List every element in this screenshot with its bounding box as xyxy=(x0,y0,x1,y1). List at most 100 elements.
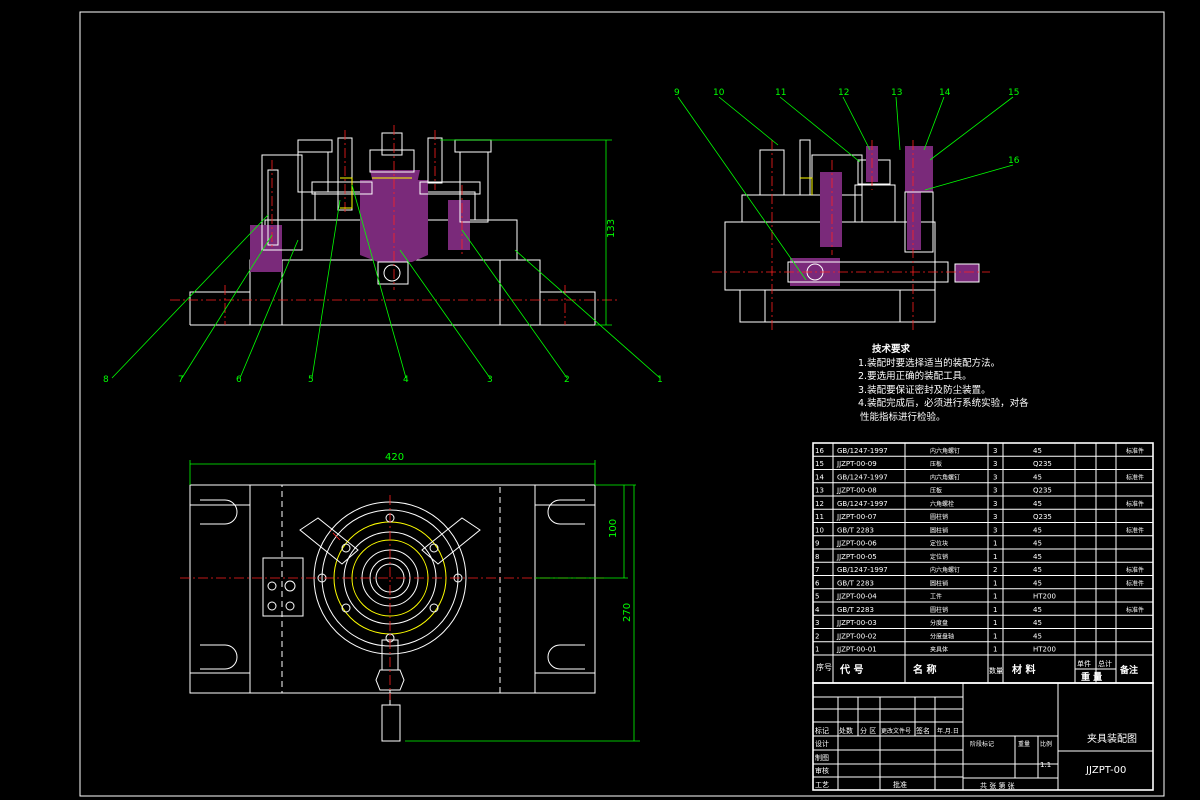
drawing-frame xyxy=(79,11,1165,797)
dim-depth-a-text: 100 xyxy=(608,519,619,538)
tb-stage-mark: 阶段标记 xyxy=(970,740,994,748)
balloon-3: 3 xyxy=(487,375,493,385)
tb-count: 处数 xyxy=(839,726,853,735)
balloon-4: 4 xyxy=(403,375,409,385)
tb-mark: 标记 xyxy=(815,726,829,735)
bom-header-code: 代 号 xyxy=(839,663,863,676)
top-dimensions: 420 100 270 xyxy=(189,452,640,742)
bom-cell-name: 内六角螺钉 xyxy=(930,473,960,481)
dim-height-text: 133 xyxy=(606,219,617,238)
bom-cell-name: 定位销 xyxy=(930,553,948,561)
balloon-10: 10 xyxy=(713,88,725,98)
bom-cell-name: 内六角螺钉 xyxy=(930,566,960,574)
req-item: 1.装配时要选择适当的装配方法。 xyxy=(858,357,1001,369)
tb-zone: 分 区 xyxy=(860,726,876,735)
balloon-5: 5 xyxy=(308,375,314,385)
bom-cell-material: 45 xyxy=(1033,540,1042,548)
bom-cell-name: 分度盘轴 xyxy=(930,632,954,640)
bom-cell-code: JJZPT-00-01 xyxy=(836,646,877,654)
bom-cell-no: 9 xyxy=(815,540,819,548)
balloon-11: 11 xyxy=(775,88,786,98)
bom-cell-material: 45 xyxy=(1033,606,1042,614)
bom-header-total-weight: 总计 xyxy=(1098,659,1112,668)
bom-cell-material: Q235 xyxy=(1033,460,1052,468)
balloon-16: 16 xyxy=(1008,156,1020,166)
bom-cell-remark: 标准件 xyxy=(1126,606,1144,614)
bom-cell-no: 4 xyxy=(815,606,820,614)
bom-cell-qty: 3 xyxy=(993,513,997,521)
bom-cell-no: 15 xyxy=(815,460,824,468)
bom-cell-code: JJZPT-00-03 xyxy=(836,619,877,627)
bom-header-qty: 数量 xyxy=(989,666,1003,675)
tb-sheet: 共 张 第 张 xyxy=(980,781,1015,790)
tb-review: 审核 xyxy=(815,766,829,775)
tb-drafting: 制图 xyxy=(815,753,829,762)
bom-cell-qty: 3 xyxy=(993,460,997,468)
bom-header: 序号 代 号 名 称 数量 材 料 单件 总计 重 量 备注 xyxy=(816,659,1138,683)
tb-weight: 重量 xyxy=(1018,740,1030,748)
bom-cell-qty: 1 xyxy=(993,553,997,561)
bom-cell-no: 3 xyxy=(815,619,819,627)
tb-approve: 批准 xyxy=(893,780,907,789)
balloon-2: 2 xyxy=(564,375,570,385)
drawing-title: 夹具装配图 xyxy=(1087,732,1137,745)
bom-cell-code: GB/1247-1997 xyxy=(837,500,888,508)
bom-cell-qty: 1 xyxy=(993,646,997,654)
bom-cell-qty: 2 xyxy=(993,566,997,574)
bom-cell-name: 分度盘 xyxy=(930,619,948,627)
bom-cell-material: 45 xyxy=(1033,447,1042,455)
bom-cell-no: 14 xyxy=(815,473,824,481)
bom-cell-remark: 标准件 xyxy=(1126,447,1144,455)
tb-scale-value: 1:1 xyxy=(1040,761,1051,769)
balloon-7: 7 xyxy=(178,375,184,385)
bom-cell-no: 8 xyxy=(815,553,819,561)
bom-cell-material: HT200 xyxy=(1033,646,1056,654)
req-item: 性能指标进行检验。 xyxy=(860,411,946,423)
bom-cell-code: GB/T 2283 xyxy=(837,579,874,587)
bom-cell-material: 45 xyxy=(1033,566,1042,574)
bom-cell-name: 圆柱销 xyxy=(930,579,948,587)
bom-cell-remark: 标准件 xyxy=(1126,500,1144,508)
bom-cell-qty: 1 xyxy=(993,632,997,640)
tb-scale-label: 比例 xyxy=(1040,740,1052,748)
bom-cell-name: 压板 xyxy=(930,487,942,495)
balloon-15: 15 xyxy=(1008,88,1019,98)
req-item: 3.装配要保证密封及防尘装置。 xyxy=(858,384,991,396)
bom-header-name: 名 称 xyxy=(913,663,936,676)
bom-cell-material: 45 xyxy=(1033,526,1042,534)
bom-cell-qty: 1 xyxy=(993,619,997,627)
balloon-6: 6 xyxy=(236,375,242,385)
bom-cell-no: 2 xyxy=(815,632,819,640)
bom-cell-name: 内六角螺钉 xyxy=(930,447,960,455)
bom-cell-qty: 1 xyxy=(993,593,997,601)
tech-requirements: 技术要求 1.装配时要选择适当的装配方法。 2.要选用正确的装配工具。 3.装配… xyxy=(858,343,1029,424)
bom-header-unit-weight: 单件 xyxy=(1077,659,1091,668)
bom-cell-qty: 3 xyxy=(993,473,997,481)
title-block: 标记 处数 分 区 更改文件号 签名 年.月.日 设计 制图 审核 工艺 批准 … xyxy=(812,682,1154,791)
bom-cell-no: 1 xyxy=(815,646,819,654)
tb-doc-no: 更改文件号 xyxy=(881,727,911,735)
req-title: 技术要求 xyxy=(872,344,911,355)
side-view xyxy=(712,139,990,330)
bom-cell-code: JJZPT-00-02 xyxy=(836,632,877,640)
bom-cell-no: 13 xyxy=(815,487,824,495)
req-item: 4.装配完成后，必须进行系统实验，对各 xyxy=(858,398,1029,409)
bom-cell-qty: 3 xyxy=(993,487,997,495)
bom-cell-no: 12 xyxy=(815,500,824,508)
bom-cell-code: JJZPT-00-09 xyxy=(836,460,877,468)
bom-cell-material: 45 xyxy=(1033,579,1042,587)
balloon-14: 14 xyxy=(939,88,951,98)
bom-cell-material: HT200 xyxy=(1033,593,1056,601)
bom-cell-remark: 标准件 xyxy=(1126,566,1144,574)
tb-design: 设计 xyxy=(815,739,829,748)
front-leaders: 8 7 6 5 4 3 2 1 xyxy=(103,184,663,385)
bom-cell-code: JJZPT-00-04 xyxy=(836,593,877,601)
bom-cell-no: 7 xyxy=(815,566,819,574)
bom-cell-name: 圆柱销 xyxy=(930,526,948,534)
bom-cell-material: 45 xyxy=(1033,473,1042,481)
bom-cell-code: GB/1247-1997 xyxy=(837,566,888,574)
bom-header-weight: 重 量 xyxy=(1081,671,1102,683)
bom-cell-material: 45 xyxy=(1033,553,1042,561)
